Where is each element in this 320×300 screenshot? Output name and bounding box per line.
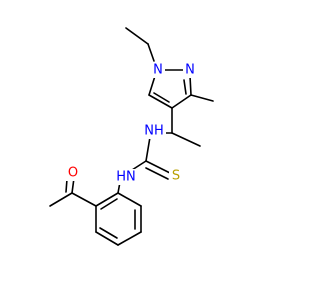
atom-labels: N N NH HN S O xyxy=(66,62,197,185)
bond-chiral-methyl xyxy=(171,132,201,147)
bond-c4-c5-double xyxy=(153,92,170,103)
bond-ph-3-4 xyxy=(117,231,142,246)
bond-ethyl-ch2 xyxy=(147,43,155,62)
chemical-structure: N N NH HN S O xyxy=(49,27,214,246)
atom-label-n-ring: N xyxy=(185,63,195,78)
atom-n-ethyl: N xyxy=(151,62,165,78)
bond-ethyl-ch3 xyxy=(125,27,149,45)
bonds xyxy=(49,27,214,246)
bond-n2-c3 xyxy=(189,75,192,96)
bond-ph-4-5-inner xyxy=(99,227,118,239)
atom-nh-upper: NH xyxy=(142,123,166,139)
atom-hn-lower: HN xyxy=(114,169,138,185)
bond-c5-n1 xyxy=(148,75,156,96)
atom-label-hn-lower: HN xyxy=(116,170,136,185)
bond-ring-methyl xyxy=(190,94,214,102)
atom-sulfur: S xyxy=(169,168,183,184)
bond-thiocarbon-s-double xyxy=(145,167,169,180)
bond-c4-c5 xyxy=(148,94,173,109)
bond-ph-4-5 xyxy=(95,231,119,246)
bond-acetyl-o-double xyxy=(65,178,68,193)
atom-oxygen: O xyxy=(66,165,80,181)
atom-n-ring: N xyxy=(183,62,197,78)
atom-label-oxygen: O xyxy=(68,166,78,181)
bond-ph-6-1 xyxy=(95,192,119,207)
bond-ph-acetyl xyxy=(71,192,97,207)
bond-acetyl-methyl xyxy=(49,192,73,207)
bond-ph-6-1-inner xyxy=(100,198,118,210)
atom-label-sulfur: S xyxy=(172,169,180,184)
atom-label-nh-upper: NH xyxy=(144,124,164,139)
bond-nh-thiocarbon xyxy=(145,136,151,162)
atom-label-n-ethyl: N xyxy=(153,63,163,78)
bond-c3-c4 xyxy=(171,94,192,109)
bond-thiocarbon-hn xyxy=(131,160,147,171)
bond-thiocarbon-s xyxy=(145,160,171,174)
bond-n2-c3-double xyxy=(183,79,187,95)
bond-ph-1-2 xyxy=(117,192,142,207)
